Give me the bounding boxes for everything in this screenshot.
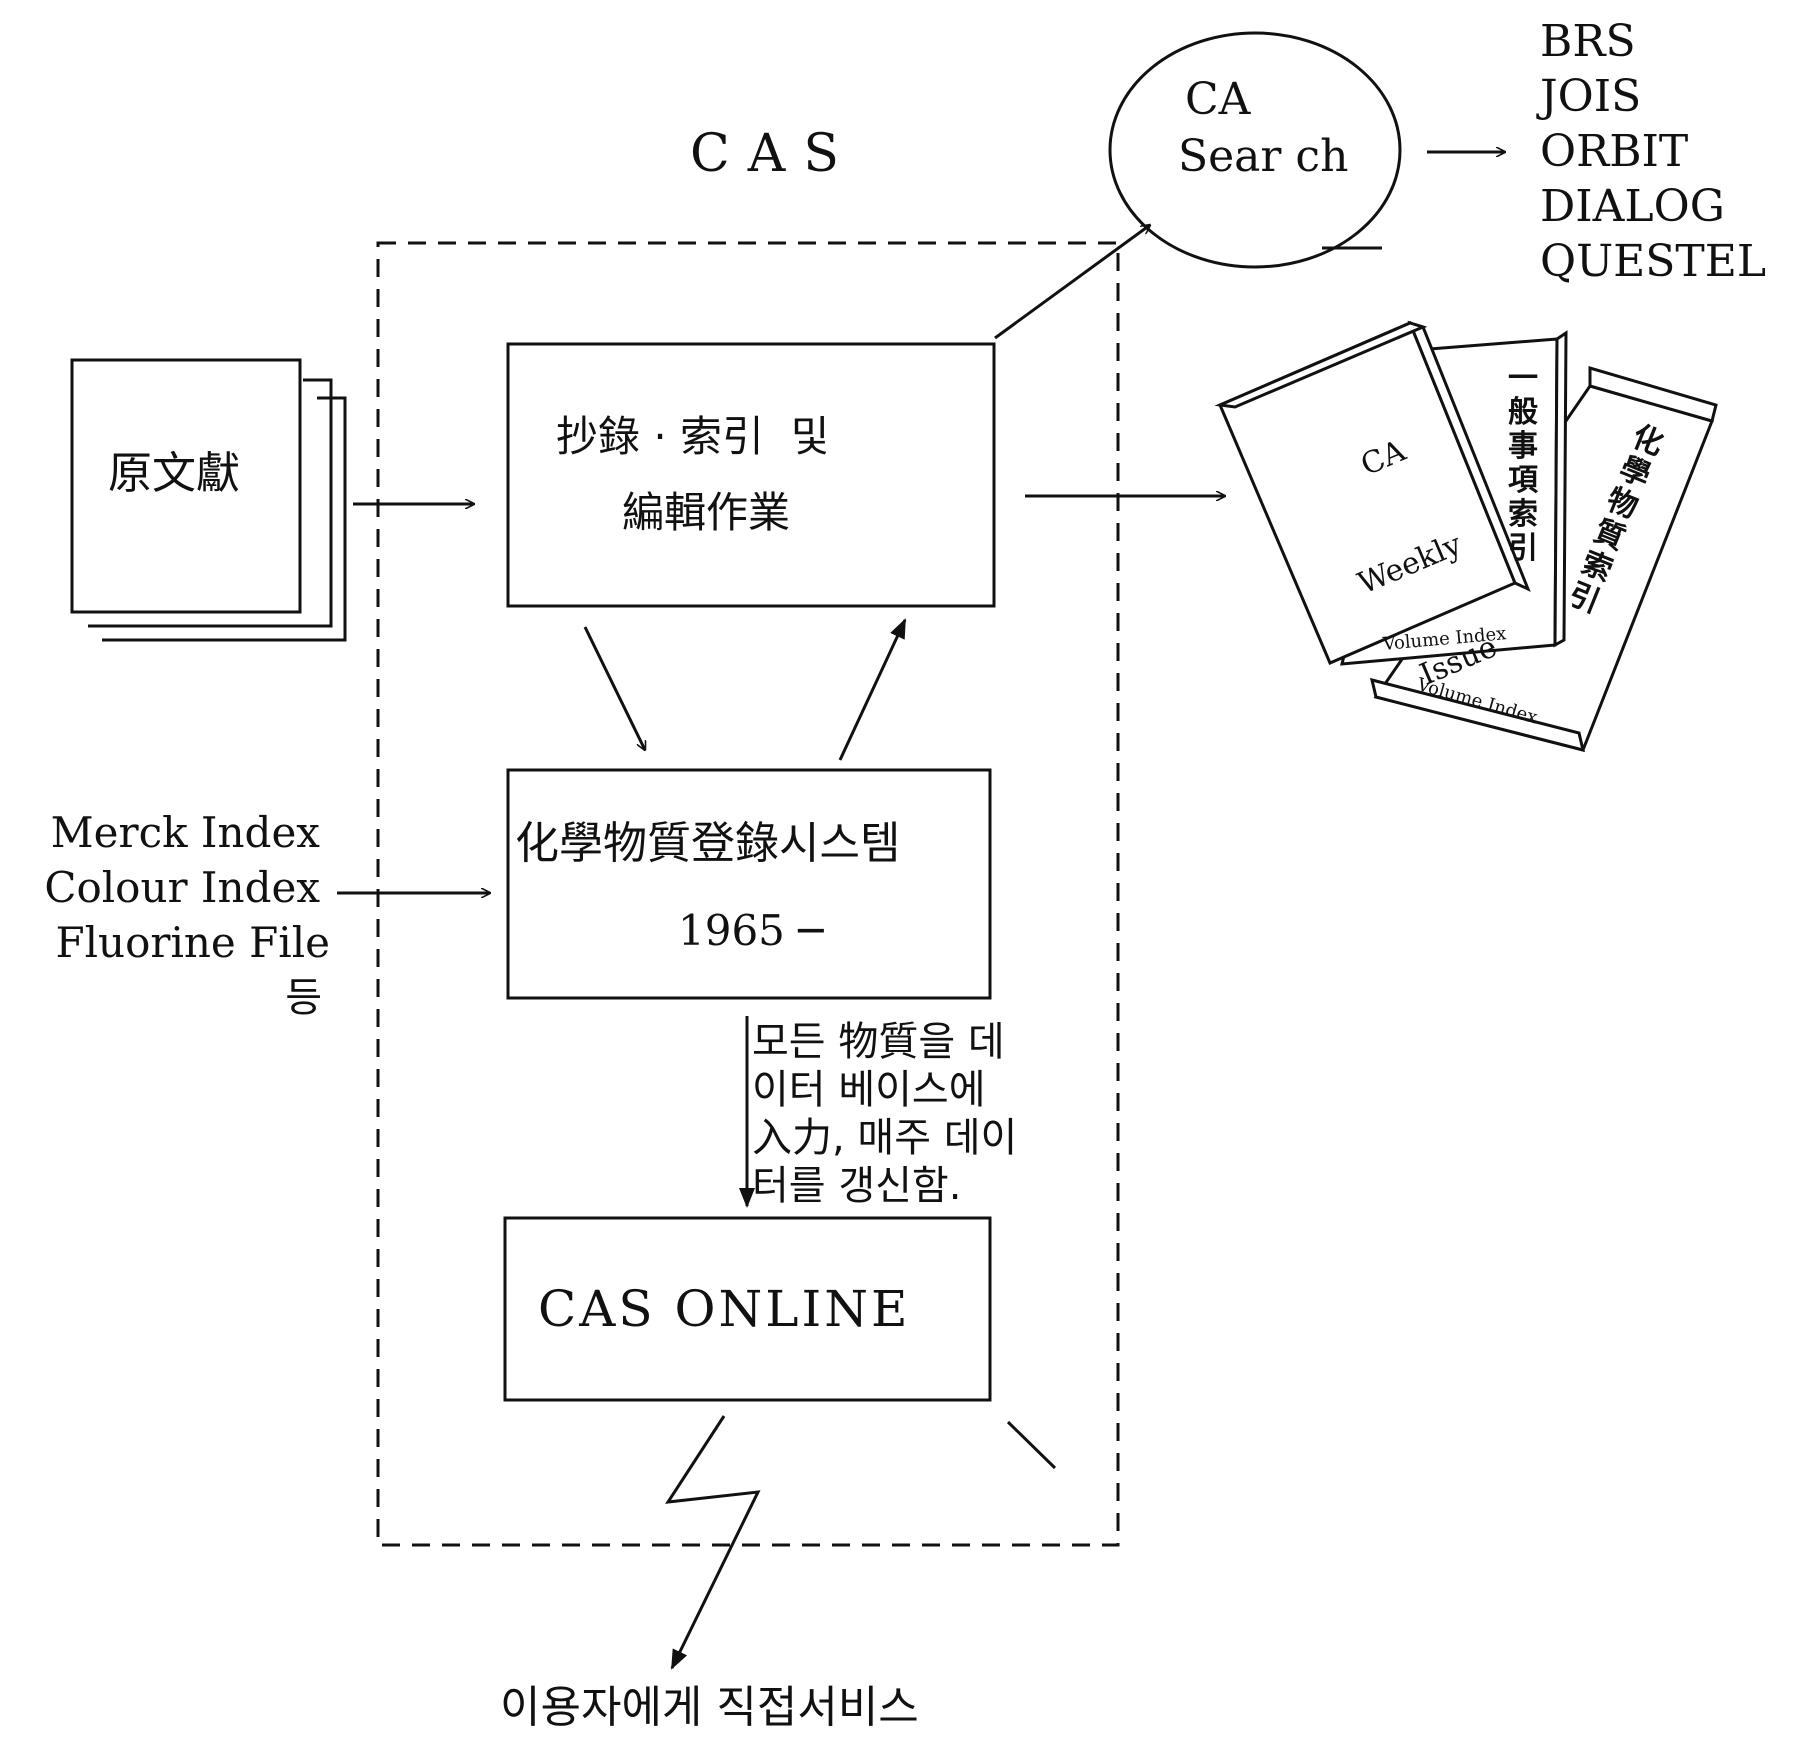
arrow-online-to-users (665, 1415, 761, 1670)
abstracting-box-line2: 編輯作業 (622, 488, 791, 537)
registry-box-line2: 1965 ─ (678, 906, 824, 955)
source-colour-index: Colour Index (44, 863, 320, 912)
arrow-abstracting-to-ca-search (994, 225, 1150, 340)
online-box-label: CAS ONLINE (538, 1280, 911, 1338)
abstracting-box (506, 342, 996, 608)
registry-box-line1: 化學物質登錄시스템 (515, 818, 901, 869)
original-documents-stack (70, 358, 347, 642)
database-note-line1: 모든 物質을 데 (752, 1019, 1005, 1065)
arrow-abstracting-to-registry (583, 626, 647, 750)
service-orbit: ORBIT (1540, 126, 1689, 177)
service-dialog: DIALOG (1540, 181, 1725, 232)
abstracting-box-line1: 抄錄 · 索引 및 (556, 412, 830, 461)
source-etc: 등 (285, 975, 322, 1021)
publications-books (1214, 320, 1718, 753)
weekly-issue-book (1214, 320, 1531, 665)
database-note-line4: 터를 갱신함. (752, 1163, 962, 1209)
ca-search-label-line2: Sear ch (1178, 131, 1349, 182)
ca-search-circle (1108, 31, 1402, 269)
weekly-issue-line2: Weekly (1353, 526, 1467, 602)
database-note-line3: 入力, 매주 데이 (752, 1115, 1018, 1161)
direct-service-label: 이용자에게 직접서비스 (500, 1682, 919, 1733)
original-documents-label: 原文獻 (108, 448, 240, 499)
source-merck-index: Merck Index (50, 808, 320, 857)
stray-stroke (1006, 1420, 1057, 1470)
cas-title: CAS (690, 124, 857, 184)
registry-box (506, 768, 992, 1000)
database-note-line2: 이터 베이스에 (752, 1067, 986, 1113)
online-box (503, 1216, 992, 1402)
service-jois: JOIS (1540, 71, 1642, 122)
weekly-issue-line1: CA (1355, 433, 1411, 484)
general-subject-index-label: 一般事項索引 (1508, 361, 1538, 566)
arrow-registry-to-abstracting (838, 618, 907, 761)
service-questel: QUESTEL (1540, 236, 1767, 287)
ca-search-label-line1: CA (1185, 74, 1251, 125)
service-brs: BRS (1540, 16, 1636, 67)
source-fluorine-file: Fluorine File (55, 918, 330, 967)
